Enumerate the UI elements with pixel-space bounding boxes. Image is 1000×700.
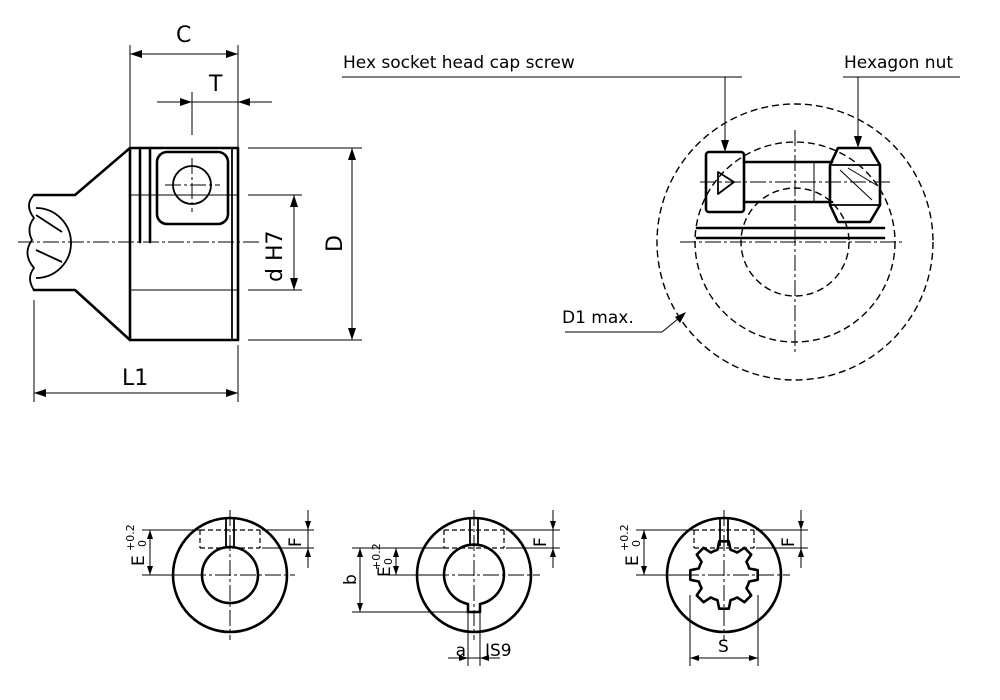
- front-view: Hex socket head cap screw Hexagon nut D1…: [342, 53, 960, 381]
- label-tol-zero-1: 0: [136, 540, 149, 547]
- label-hexagon-nut: Hexagon nut: [844, 53, 953, 73]
- label-js9: JS9: [484, 641, 512, 661]
- label-tol-plus-3: +0.2: [618, 524, 631, 551]
- label-t: T: [208, 72, 223, 97]
- label-d1-max: D1 max.: [562, 308, 634, 328]
- label-tol-zero-2: 0: [382, 558, 395, 565]
- label-e-1: E: [129, 555, 149, 566]
- label-d-h7: d H7: [263, 231, 288, 283]
- side-view: C T d H7 D L1: [18, 23, 362, 402]
- label-c: C: [176, 23, 191, 48]
- label-l1: L1: [122, 366, 148, 391]
- label-f-2: F: [531, 537, 551, 547]
- label-a: a: [456, 641, 466, 661]
- section-view-plain-bore: E +0.2 0 F: [124, 510, 314, 640]
- label-tol-plus-2: +0.2: [370, 543, 383, 570]
- label-e-2: E: [375, 566, 395, 577]
- label-f-1: F: [286, 537, 306, 547]
- label-b: b: [341, 574, 361, 585]
- label-tol-plus-1: +0.2: [124, 524, 137, 551]
- label-tol-zero-3: 0: [630, 540, 643, 547]
- section-view-spline: E +0.2 0 F S: [618, 510, 808, 666]
- label-f-3: F: [779, 537, 799, 547]
- section-view-keyway: b E +0.2 0 F a JS9: [341, 510, 560, 666]
- label-hex-socket-screw: Hex socket head cap screw: [343, 53, 575, 73]
- label-s: S: [718, 637, 729, 657]
- label-d: D: [323, 235, 348, 252]
- spline-profile: [689, 540, 759, 610]
- label-e-3: E: [623, 555, 643, 566]
